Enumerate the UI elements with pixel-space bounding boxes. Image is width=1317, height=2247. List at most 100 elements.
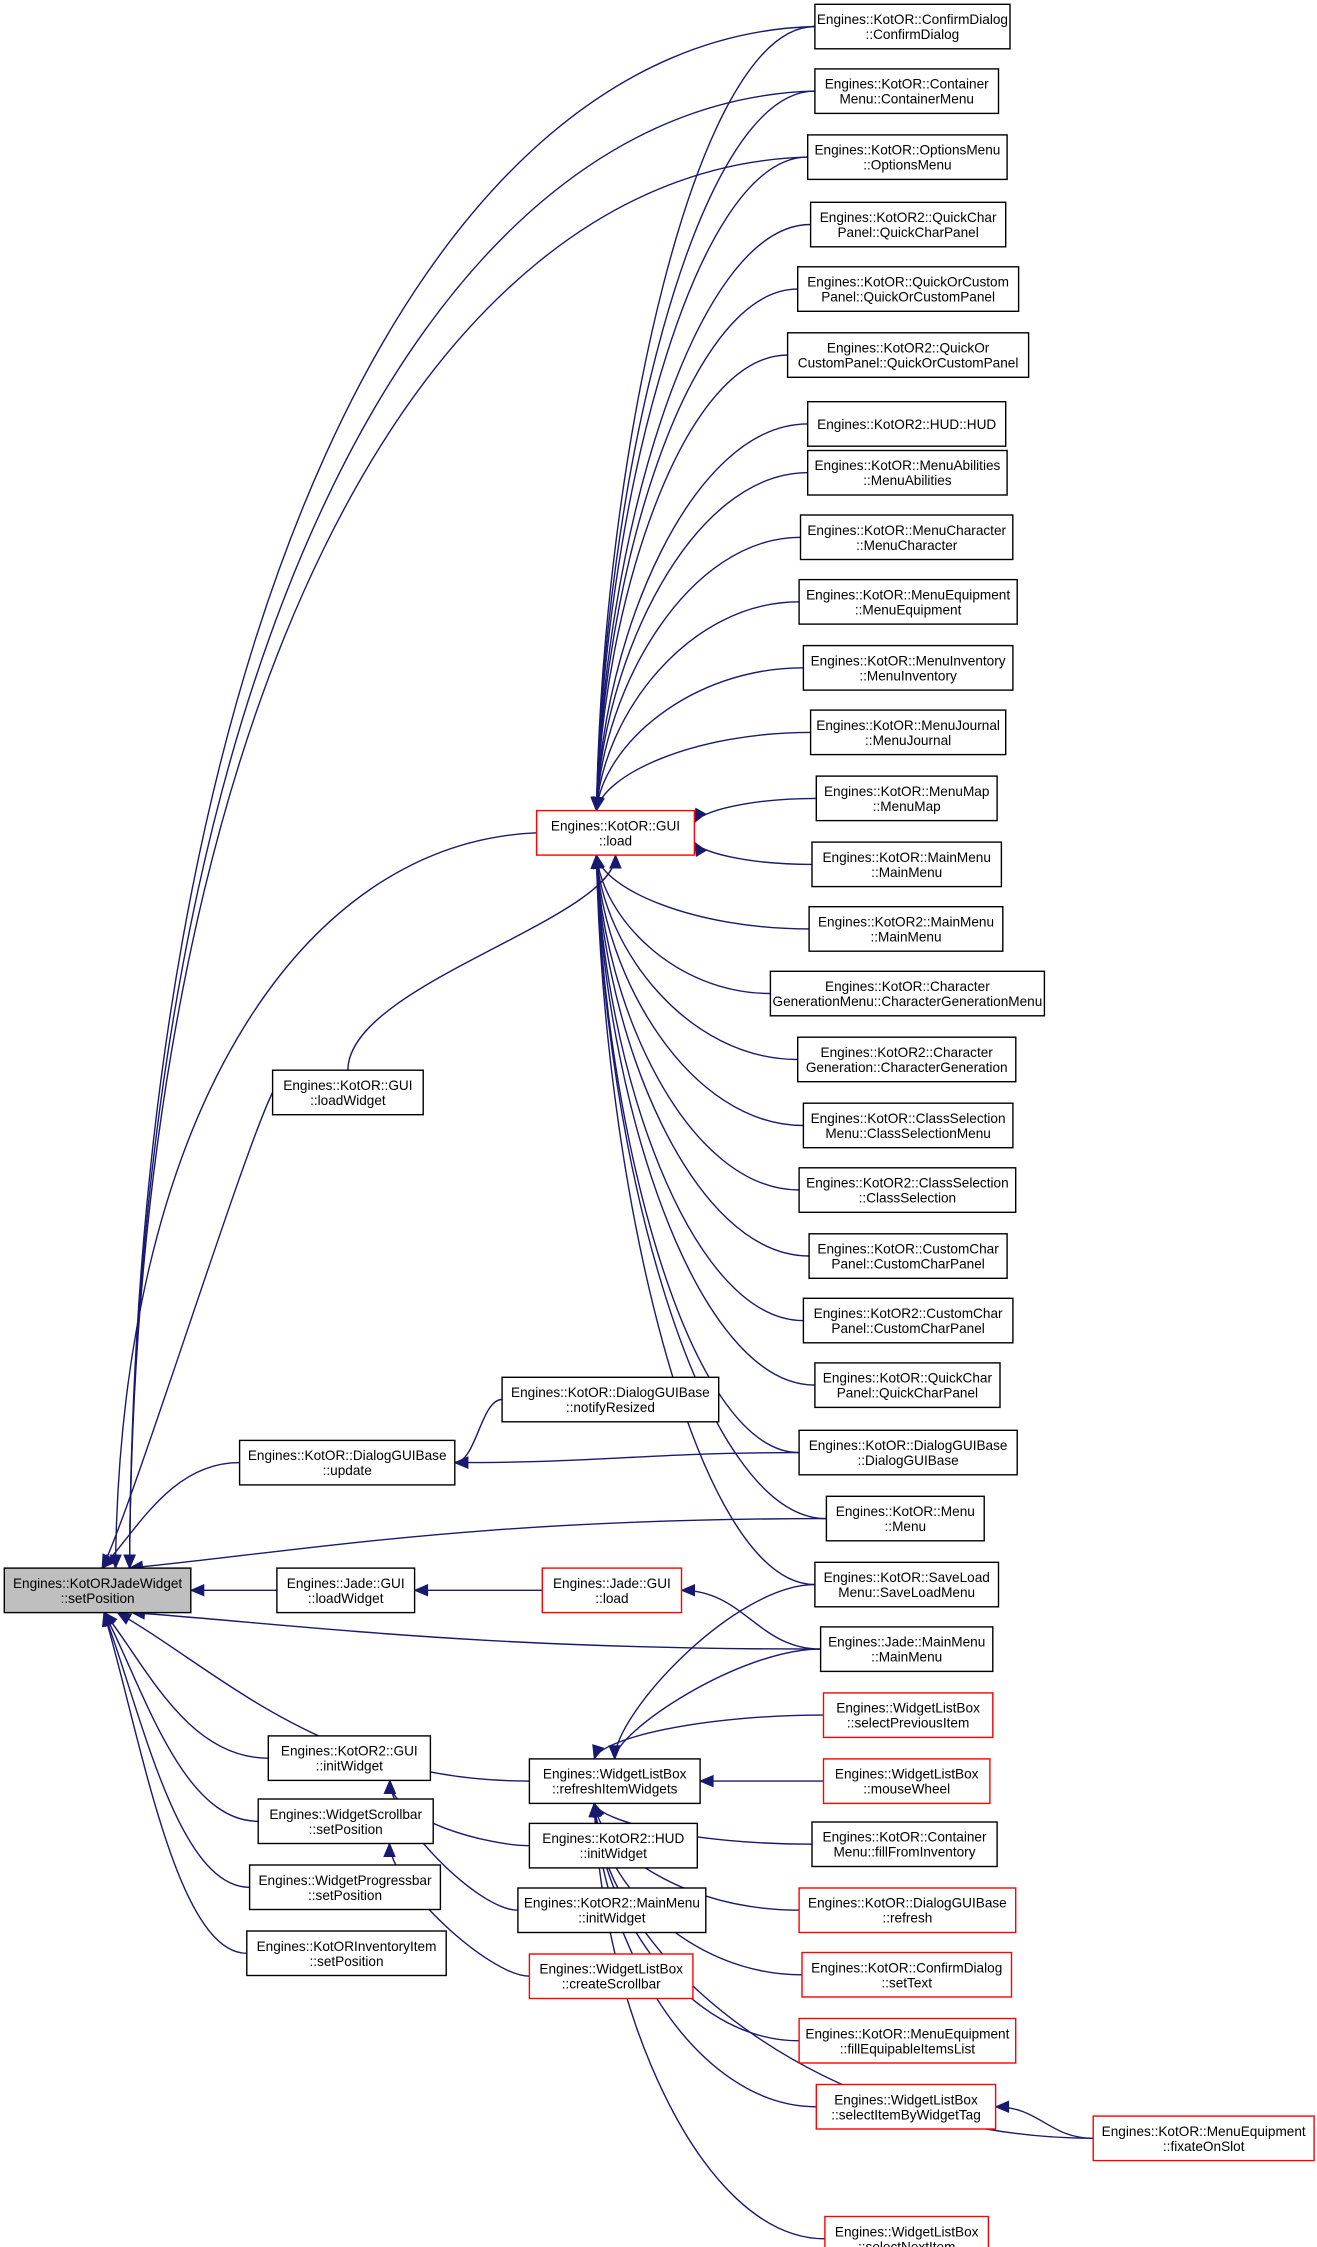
node-inv[interactable]: Engines::KotOR::MenuInventory::MenuInven… xyxy=(802,644,1014,691)
node-label: Menu::fillFromInventory xyxy=(833,1845,975,1860)
edge-guiloadwidget-to-root xyxy=(101,1092,274,1570)
node-label: Engines::KotOR::DialogGUIBase xyxy=(511,1385,710,1400)
edge-dlgbase-to-dlgupdate xyxy=(453,1451,800,1469)
node-container[interactable]: Engines::KotOR::ContainerMenu::Container… xyxy=(814,68,1000,115)
node-abil[interactable]: Engines::KotOR::MenuAbilities::MenuAbili… xyxy=(807,449,1008,496)
node-label: Engines::KotORJadeWidget xyxy=(13,1576,182,1591)
node-box xyxy=(814,3,1011,50)
arrowhead-icon xyxy=(693,841,707,858)
node-label: Engines::KotOR::DialogGUIBase xyxy=(809,1438,1008,1453)
node-ccp[interactable]: Engines::KotOR::CustomCharPanel::CustomC… xyxy=(808,1233,1008,1280)
node-menu[interactable]: Engines::KotOR::Menu::Menu xyxy=(825,1495,985,1542)
node-char[interactable]: Engines::KotOR::MenuCharacter::MenuChara… xyxy=(799,514,1014,561)
edge-abil-to-guiload xyxy=(590,472,808,812)
node-classsel2[interactable]: Engines::KotOR2::ClassSelection::ClassSe… xyxy=(798,1167,1017,1214)
node-label: Menu::SaveLoadMenu xyxy=(838,1585,975,1600)
node-progress[interactable]: Engines::WidgetProgressbar::setPosition xyxy=(248,1864,442,1911)
node-chargen2[interactable]: Engines::KotOR2::CharacterGeneration::Ch… xyxy=(797,1036,1017,1083)
node-label: Engines::KotOR::ClassSelection xyxy=(811,1111,1006,1126)
node-label: ::fillEquipableItemsList xyxy=(840,2041,975,2056)
node-fillinv[interactable]: Engines::KotOR::ContainerMenu::fillFromI… xyxy=(811,1821,998,1868)
edge-journal-to-guiload xyxy=(592,731,811,812)
node-jadeload[interactable]: Engines::Jade::GUI::load xyxy=(541,1567,683,1614)
node-fixate[interactable]: Engines::KotOR::MenuEquipment::fixateOnS… xyxy=(1092,2115,1315,2162)
node-selbytag[interactable]: Engines::WidgetListBox::selectItemByWidg… xyxy=(815,2083,997,2130)
node-hud2[interactable]: Engines::KotOR2::HUD::HUD xyxy=(807,401,1007,447)
node-box xyxy=(807,134,1008,181)
node-label: Engines::WidgetListBox xyxy=(539,1962,683,1977)
node-chargen[interactable]: Engines::KotOR::CharacterGenerationMenu:… xyxy=(769,970,1046,1017)
node-label: Engines::KotOR::ConfirmDialog xyxy=(811,1960,1002,1975)
edge-map-to-guiload xyxy=(693,797,817,824)
node-qoc[interactable]: Engines::KotOR::QuickOrCustomPanel::Quic… xyxy=(797,266,1020,312)
node-box xyxy=(807,401,1007,447)
node-options[interactable]: Engines::KotOR::OptionsMenu::OptionsMenu xyxy=(807,134,1008,181)
node-invitem[interactable]: Engines::KotORInventoryItem::setPosition xyxy=(246,1930,447,1977)
node-scrollbar[interactable]: Engines::WidgetScrollbar::setPosition xyxy=(257,1798,434,1845)
node-dlgupdate[interactable]: Engines::KotOR::DialogGUIBase::update xyxy=(238,1439,456,1486)
node-label: CustomPanel::QuickOrCustomPanel xyxy=(798,356,1019,371)
node-fillequip[interactable]: Engines::KotOR::MenuEquipment::fillEquip… xyxy=(798,2017,1017,2064)
node-box xyxy=(541,1567,683,1614)
node-box xyxy=(814,68,1000,115)
node-box xyxy=(528,1758,701,1805)
node-label: Engines::KotOR::MenuEquipment xyxy=(805,2026,1009,2041)
node-label: ::load xyxy=(595,1591,628,1606)
node-ccp2[interactable]: Engines::KotOR2::CustomCharPanel::Custom… xyxy=(802,1297,1014,1344)
node-jadeloadwidget[interactable]: Engines::Jade::GUI::loadWidget xyxy=(276,1567,416,1614)
node-mainmenu[interactable]: Engines::KotOR::MainMenu::MainMenu xyxy=(811,841,1003,888)
node-label: ::Menu xyxy=(885,1519,927,1534)
node-settext[interactable]: Engines::KotOR::ConfirmDialog::setText xyxy=(801,1951,1013,1998)
node-confirm[interactable]: Engines::KotOR::ConfirmDialog::ConfirmDi… xyxy=(814,3,1011,50)
node-box xyxy=(815,775,998,822)
node-label: ::DialogGUIBase xyxy=(857,1453,958,1468)
node-label: Panel::QuickCharPanel xyxy=(837,1386,978,1401)
node-label: ::initWidget xyxy=(580,1846,647,1861)
arrowhead-icon xyxy=(189,1584,205,1597)
node-map[interactable]: Engines::KotOR::MenuMap::MenuMap xyxy=(815,775,998,822)
node-notify[interactable]: Engines::KotOR::DialogGUIBase::notifyRes… xyxy=(501,1376,720,1423)
node-jademain[interactable]: Engines::Jade::MainMenu::MainMenu xyxy=(819,1626,994,1673)
node-label: ::selectPreviousItem xyxy=(847,1716,969,1731)
node-refresh[interactable]: Engines::WidgetListBox::refreshItemWidge… xyxy=(528,1758,701,1805)
node-selnext[interactable]: Engines::WidgetListBox::selectNextItem xyxy=(824,2215,990,2247)
node-classsel[interactable]: Engines::KotOR::ClassSelectionMenu::Clas… xyxy=(802,1102,1014,1149)
node-journal[interactable]: Engines::KotOR::MenuJournal::MenuJournal xyxy=(809,709,1007,756)
node-label: ::MenuEquipment xyxy=(855,602,962,617)
node-selprev[interactable]: Engines::WidgetListBox::selectPreviousIt… xyxy=(822,1692,994,1739)
node-createscroll[interactable]: Engines::WidgetListBox::createScrollbar xyxy=(528,1953,694,2000)
node-mainmenu2[interactable]: Engines::KotOR2::MainMenu::MainMenu xyxy=(808,906,1004,952)
node-dlgrefresh[interactable]: Engines::KotOR::DialogGUIBase::refresh xyxy=(798,1887,1017,1934)
node-mminit[interactable]: Engines::KotOR2::MainMenu::initWidget xyxy=(517,1887,707,1934)
node-qcp[interactable]: Engines::KotOR::QuickCharPanel::QuickCha… xyxy=(814,1362,1001,1409)
node-box xyxy=(824,2215,990,2247)
node-equip[interactable]: Engines::KotOR::MenuEquipment::MenuEquip… xyxy=(798,578,1018,625)
edge-refresh-to-root xyxy=(116,1611,530,1782)
edge-fixate-to-selbytag xyxy=(994,2100,1094,2139)
node-hudinit[interactable]: Engines::KotOR2::HUD::initWidget xyxy=(528,1822,699,1869)
node-label: ::refresh xyxy=(882,1911,932,1926)
edge-jademain-to-root xyxy=(130,1607,821,1650)
node-saveload[interactable]: Engines::KotOR::SaveLoadMenu::SaveLoadMe… xyxy=(814,1561,1000,1608)
node-label: ::OptionsMenu xyxy=(863,158,951,173)
node-label: ::ClassSelection xyxy=(859,1191,956,1206)
arrowhead-icon xyxy=(588,1802,601,1818)
node-k2initwidget[interactable]: Engines::KotOR2::GUI::initWidget xyxy=(267,1735,432,1782)
node-wheel[interactable]: Engines::WidgetListBox::mouseWheel xyxy=(822,1758,991,1805)
node-qcp2[interactable]: Engines::KotOR2::QuickCharPanel::QuickCh… xyxy=(809,201,1007,248)
node-box xyxy=(822,1692,994,1739)
node-label: ::update xyxy=(323,1463,372,1478)
node-qoc2[interactable]: Engines::KotOR2::QuickOrCustomPanel::Qui… xyxy=(786,332,1030,378)
arrowhead-icon xyxy=(698,1774,714,1788)
node-label: Engines::KotOR::DialogGUIBase xyxy=(808,1896,1007,1911)
node-label: Engines::KotOR::MenuInventory xyxy=(811,653,1006,668)
node-label: ::setPosition xyxy=(61,1591,135,1606)
node-guiloadwidget[interactable]: Engines::KotOR::GUI::loadWidget xyxy=(271,1069,424,1116)
node-dlgbase[interactable]: Engines::KotOR::DialogGUIBase::DialogGUI… xyxy=(798,1429,1018,1476)
edge-jademain-to-refresh xyxy=(608,1648,821,1761)
arrowhead-icon xyxy=(609,853,622,869)
edge-confirm-to-root xyxy=(123,25,815,1570)
node-label: ::MenuMap xyxy=(873,799,941,814)
node-label: Engines::WidgetListBox xyxy=(835,1767,979,1782)
node-guiload[interactable]: Engines::KotOR::GUI::load xyxy=(535,809,696,856)
